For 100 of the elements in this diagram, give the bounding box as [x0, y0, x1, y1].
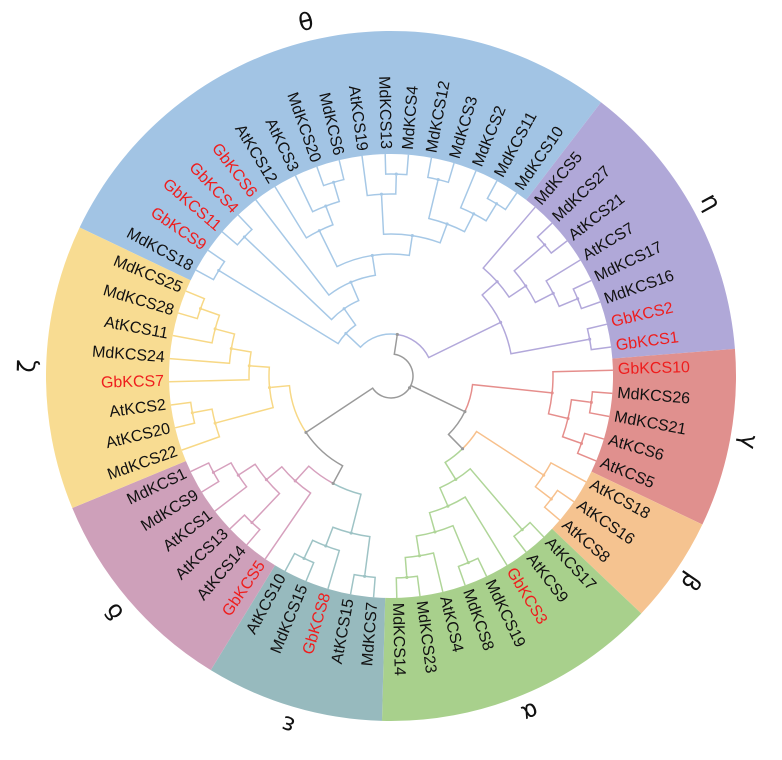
branch-point	[433, 530, 437, 534]
tree-branch	[304, 540, 326, 558]
tree-branch	[481, 282, 502, 323]
tree-branch	[196, 269, 220, 280]
tree-branch	[544, 240, 568, 254]
tree-branch	[350, 532, 371, 575]
tree-branch	[202, 308, 220, 330]
tree-branch	[169, 366, 250, 383]
tree-branch	[576, 443, 596, 462]
clade-label: α	[518, 697, 543, 728]
tree-branch	[550, 490, 574, 502]
tree-branch	[552, 293, 576, 308]
tree-branch	[326, 545, 340, 590]
branch-point	[302, 556, 306, 560]
tree-branch	[250, 365, 270, 388]
tree-branch	[214, 474, 248, 512]
tree-branch	[174, 412, 196, 429]
tree-branch	[344, 310, 356, 334]
tree-branch	[271, 384, 307, 433]
tree-branch	[170, 348, 232, 364]
gene-label: GbKCS10	[618, 359, 690, 380]
tree-branch	[525, 286, 552, 304]
tree-branch	[588, 339, 612, 350]
tree-branch	[513, 529, 527, 553]
tree-branch	[245, 238, 345, 320]
clade-label: γ	[734, 432, 763, 452]
gene-label: GbKCS7	[100, 372, 164, 393]
tree-branch	[380, 196, 412, 236]
tree-branch	[239, 463, 268, 480]
tree-branch	[580, 432, 604, 444]
tree-branch	[572, 280, 592, 299]
branch-point	[590, 400, 593, 404]
tree-branch	[304, 558, 314, 582]
tree-branch	[427, 158, 438, 180]
tree-branch	[444, 448, 464, 478]
gene-label: GbKCS1	[614, 329, 680, 356]
gene-label: MdKCS13	[374, 76, 394, 150]
branch-point	[350, 531, 353, 535]
clade-label: η	[696, 189, 726, 216]
tree-branch	[460, 170, 477, 215]
tree-branch	[588, 402, 610, 418]
tree-branch	[222, 231, 246, 246]
tree-branch	[551, 369, 613, 393]
tree-branch	[316, 166, 334, 186]
branch-point	[199, 306, 202, 310]
branch-point	[380, 192, 384, 196]
tree-branch	[372, 237, 413, 256]
tree-branch	[412, 225, 448, 244]
branch-point	[214, 327, 217, 330]
branch-point	[410, 234, 414, 238]
tree-branch	[216, 328, 236, 349]
gene-label: AtKCS11	[102, 314, 170, 344]
tree-branch	[406, 576, 421, 596]
branch-point	[342, 307, 346, 310]
tree-branch	[326, 526, 352, 545]
gene-label: MdKCS26	[616, 384, 691, 408]
gene-label: AtKCS15	[328, 598, 358, 666]
tree-branch	[194, 408, 216, 424]
tree-branch	[214, 462, 239, 476]
branch-point	[588, 338, 592, 341]
branch-point	[318, 229, 321, 232]
branch-point	[472, 212, 476, 216]
tree-branch	[229, 514, 252, 530]
tree-branch	[522, 522, 544, 538]
tree-branch	[326, 184, 340, 207]
gene-label: MdKCS24	[91, 344, 166, 368]
tree-branch	[455, 468, 522, 529]
tree-branch	[220, 270, 346, 344]
branch-point	[543, 243, 546, 246]
tree-branch	[496, 281, 525, 298]
branch-point	[405, 576, 408, 579]
branch-point	[576, 297, 580, 300]
branch-point	[212, 470, 216, 474]
tree-branch	[201, 472, 220, 493]
tree-branch	[536, 222, 553, 246]
tree-branch	[305, 432, 344, 482]
tree-branch	[332, 482, 362, 532]
branch-point	[217, 268, 220, 272]
tree-branch	[419, 552, 444, 592]
tree-branch	[284, 552, 304, 572]
branch-point	[496, 280, 499, 284]
branch-point	[304, 430, 308, 434]
tree-branch	[172, 328, 216, 344]
clade-label: δ	[100, 598, 129, 626]
gene-label: AtKCS2	[108, 396, 168, 422]
tree-branch	[545, 259, 581, 294]
tree-branch	[181, 422, 220, 451]
branch-point	[214, 422, 217, 425]
tree-branch	[306, 387, 410, 432]
branch-point	[580, 442, 583, 446]
branch-point	[542, 474, 546, 477]
branch-point	[344, 332, 348, 336]
tree-branch	[513, 245, 544, 286]
tree-branch	[544, 498, 560, 521]
tree-branch	[255, 199, 352, 296]
gene-label: MdKCS7	[359, 602, 382, 667]
branch-point	[363, 574, 366, 578]
branch-point	[332, 482, 335, 485]
branch-point	[454, 478, 458, 481]
tree-branch	[586, 323, 608, 340]
